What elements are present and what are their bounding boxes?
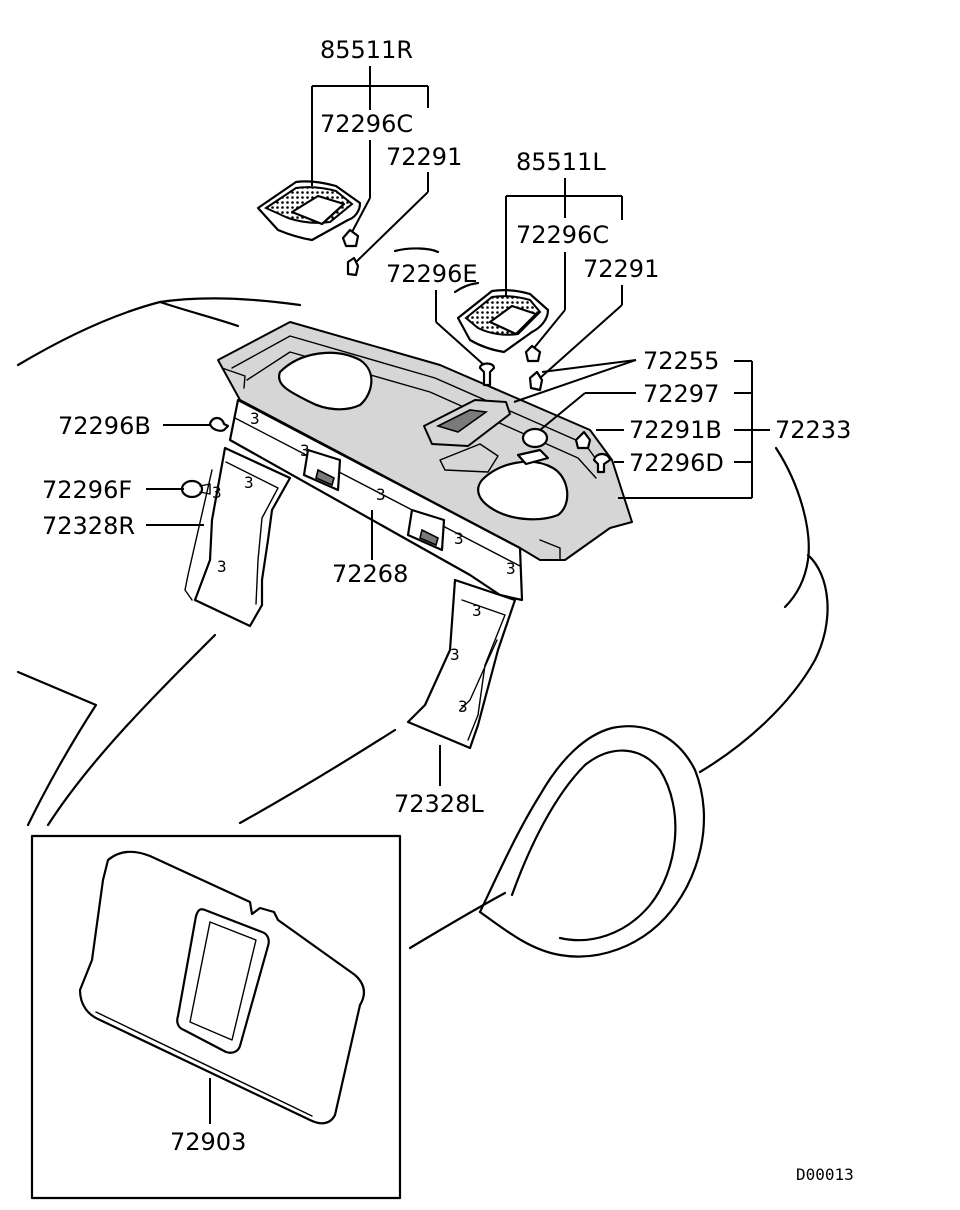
rear-shelf-trim-72233: 3 3 3 3 3: [217, 321, 633, 602]
svg-text:3: 3: [506, 559, 516, 578]
label-72296D: 72296D: [629, 449, 724, 477]
svg-text:3: 3: [376, 485, 386, 504]
diagram-code: D00013: [796, 1165, 854, 1184]
label-72291B: 72291B: [629, 416, 722, 444]
svg-text:3: 3: [217, 557, 227, 576]
label-72291-right: 72291: [386, 143, 462, 171]
clip-72296D: [592, 452, 612, 474]
label-72296C-right: 72296C: [320, 110, 413, 138]
label-72233: 72233: [775, 416, 851, 444]
clip-72296C-left: [524, 344, 542, 363]
label-85511R: 85511R: [320, 36, 413, 64]
inset-box-72903: [30, 834, 402, 1200]
screw-72291-right: [346, 256, 360, 277]
label-72268: 72268: [332, 560, 408, 588]
fastener-clips: [180, 228, 612, 499]
clip-72291B: [574, 430, 592, 450]
svg-text:3: 3: [212, 483, 222, 502]
clip-72296C-right: [341, 228, 360, 248]
svg-text:3: 3: [458, 697, 468, 716]
side-trim-72328L: 3 3 3: [406, 578, 517, 750]
svg-text:3: 3: [300, 441, 310, 460]
label-72296E: 72296E: [386, 260, 478, 288]
clip-72296F: [180, 479, 204, 499]
label-72255: 72255: [643, 347, 719, 375]
label-72291-left: 72291: [583, 255, 659, 283]
label-72296F: 72296F: [42, 476, 132, 504]
svg-text:3: 3: [244, 473, 254, 492]
label-72296B: 72296B: [58, 412, 151, 440]
svg-text:3: 3: [472, 601, 482, 620]
label-72903: 72903: [170, 1128, 246, 1156]
side-trim-72328R: 3 3 3: [184, 446, 292, 628]
screw-72291-left: [528, 370, 544, 392]
clip-72296B: [208, 416, 230, 432]
label-85511L: 85511L: [516, 148, 606, 176]
svg-text:3: 3: [450, 645, 460, 664]
label-72328L: 72328L: [394, 790, 484, 818]
cap-72297-fastener: [521, 427, 549, 449]
svg-text:3: 3: [454, 529, 464, 548]
svg-text:3: 3: [250, 409, 260, 428]
leader-lines: [146, 66, 770, 1124]
label-72296C-left: 72296C: [516, 221, 609, 249]
part-labels: 85511R 72296C 72291 85511L 72296C 72291 …: [42, 36, 854, 1184]
clip-72296E: [478, 362, 496, 387]
label-72328R: 72328R: [42, 512, 135, 540]
label-72297: 72297: [643, 380, 719, 408]
speaker-grille-85511R: [256, 180, 362, 242]
speaker-grille-85511L: [456, 289, 550, 354]
car-body-outline: [16, 247, 829, 958]
